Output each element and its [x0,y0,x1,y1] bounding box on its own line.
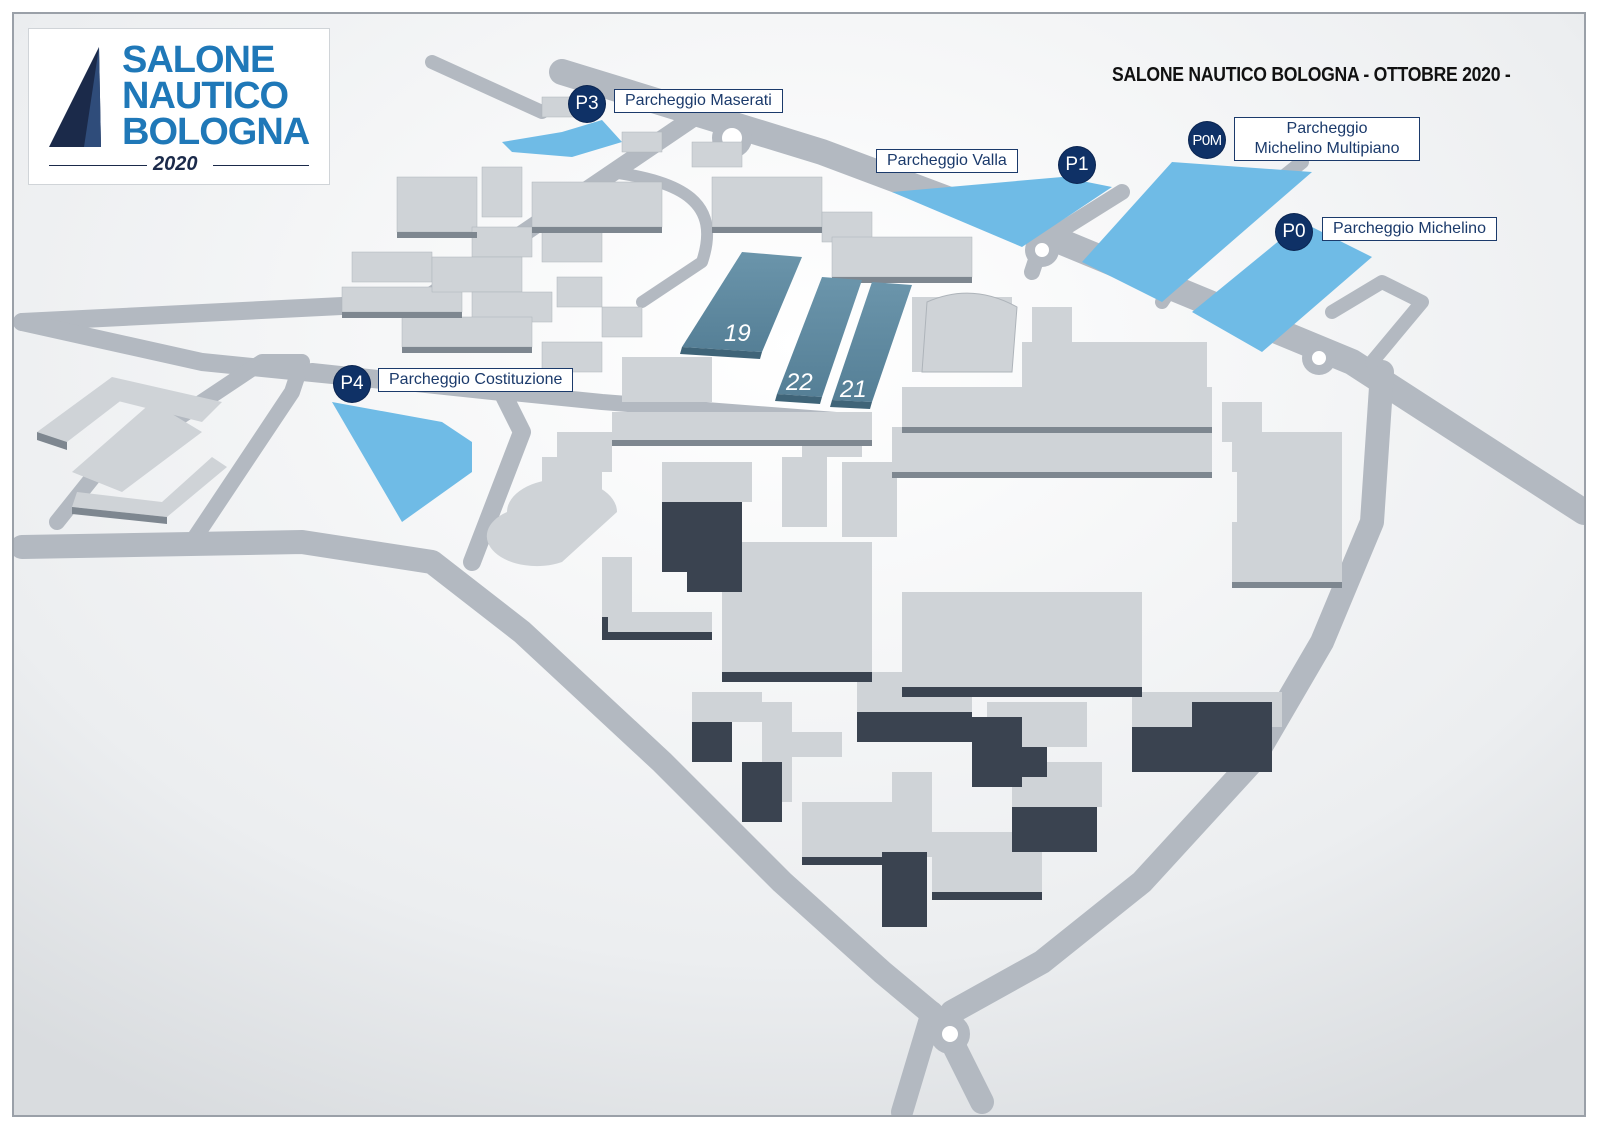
road-south-exit [891,1001,943,1115]
hall-19-side [680,347,762,359]
hall-22-shape [777,277,862,397]
parking-label-valla[interactable]: Parcheggio Valla [876,149,1018,173]
logo-line-3: BOLOGNA [122,111,310,153]
hall-21-side [830,400,872,409]
parking-badge-p3[interactable]: P3 [569,86,605,122]
buildings [37,96,1342,927]
parking-label-michelino[interactable]: Parcheggio Michelino [1322,217,1497,241]
parking-badge-p4[interactable]: P4 [334,366,370,402]
parking-label-michelino-multipiano-line1: Parcheggio [1286,120,1368,137]
parking-area-p3 [502,120,622,157]
map-frame: SALONE NAUTICO BOLOGNA 2020 SALONE NAUTI… [12,12,1586,1117]
logo: SALONE NAUTICO BOLOGNA 2020 [28,28,330,185]
hall-19-shape [682,252,802,352]
parking-label-michelino-multipiano[interactable]: Parcheggio Michelino Multipiano [1234,117,1420,161]
parking-area-p0 [1192,222,1372,352]
hall-21-label[interactable]: 21 [840,376,867,403]
parking-area-p0m [1082,162,1312,302]
parking-label-michelino-multipiano-line2: Michelino Multipiano [1254,140,1400,157]
hall-21-shape [832,282,912,402]
building-side [612,427,1342,588]
building-west-side [37,432,167,524]
building-west-complex [37,377,227,517]
parking-badge-p0m[interactable]: P0M [1189,122,1225,158]
road-north-edge [425,55,549,119]
road-east-spur [1325,275,1429,369]
fairground-map [14,14,1584,1115]
building-dome [921,292,1018,373]
logo-year: 2020 [153,153,198,175]
parking-area-p4 [332,402,472,522]
map-title: SALONE NAUTICO BOLOGNA - OTTOBRE 2020 - [1112,64,1511,86]
parking-badge-p0[interactable]: P0 [1276,214,1312,250]
logo-rule-right [213,165,309,166]
roundabout-east [1025,233,1059,267]
hall-22-side [775,394,822,404]
roundabout-se [1302,341,1336,375]
exhibition-halls [680,252,912,409]
parking-areas [332,120,1372,522]
parking-badge-p1[interactable]: P1 [1059,147,1095,183]
roundabout-south [930,1014,970,1054]
logo-line-1: SALONE [122,39,275,81]
building-block [341,96,973,373]
logo-line-2: NAUTICO [122,75,289,117]
road-west-bottom [14,530,994,1114]
parking-label-maserati[interactable]: Parcheggio Maserati [614,89,783,113]
hall-22-label[interactable]: 22 [786,369,813,396]
parking-label-costituzione[interactable]: Parcheggio Costituzione [378,368,574,392]
building-block [486,297,1342,582]
parking-area-p1 [892,177,1112,247]
road-west-loop [49,354,310,550]
hall-19-label[interactable]: 19 [724,320,751,347]
road-inner-curve [606,166,713,308]
building-side [342,227,972,353]
logo-rule-left [49,165,147,166]
sail-icon [49,47,101,147]
building-dark-faces [602,502,1272,927]
